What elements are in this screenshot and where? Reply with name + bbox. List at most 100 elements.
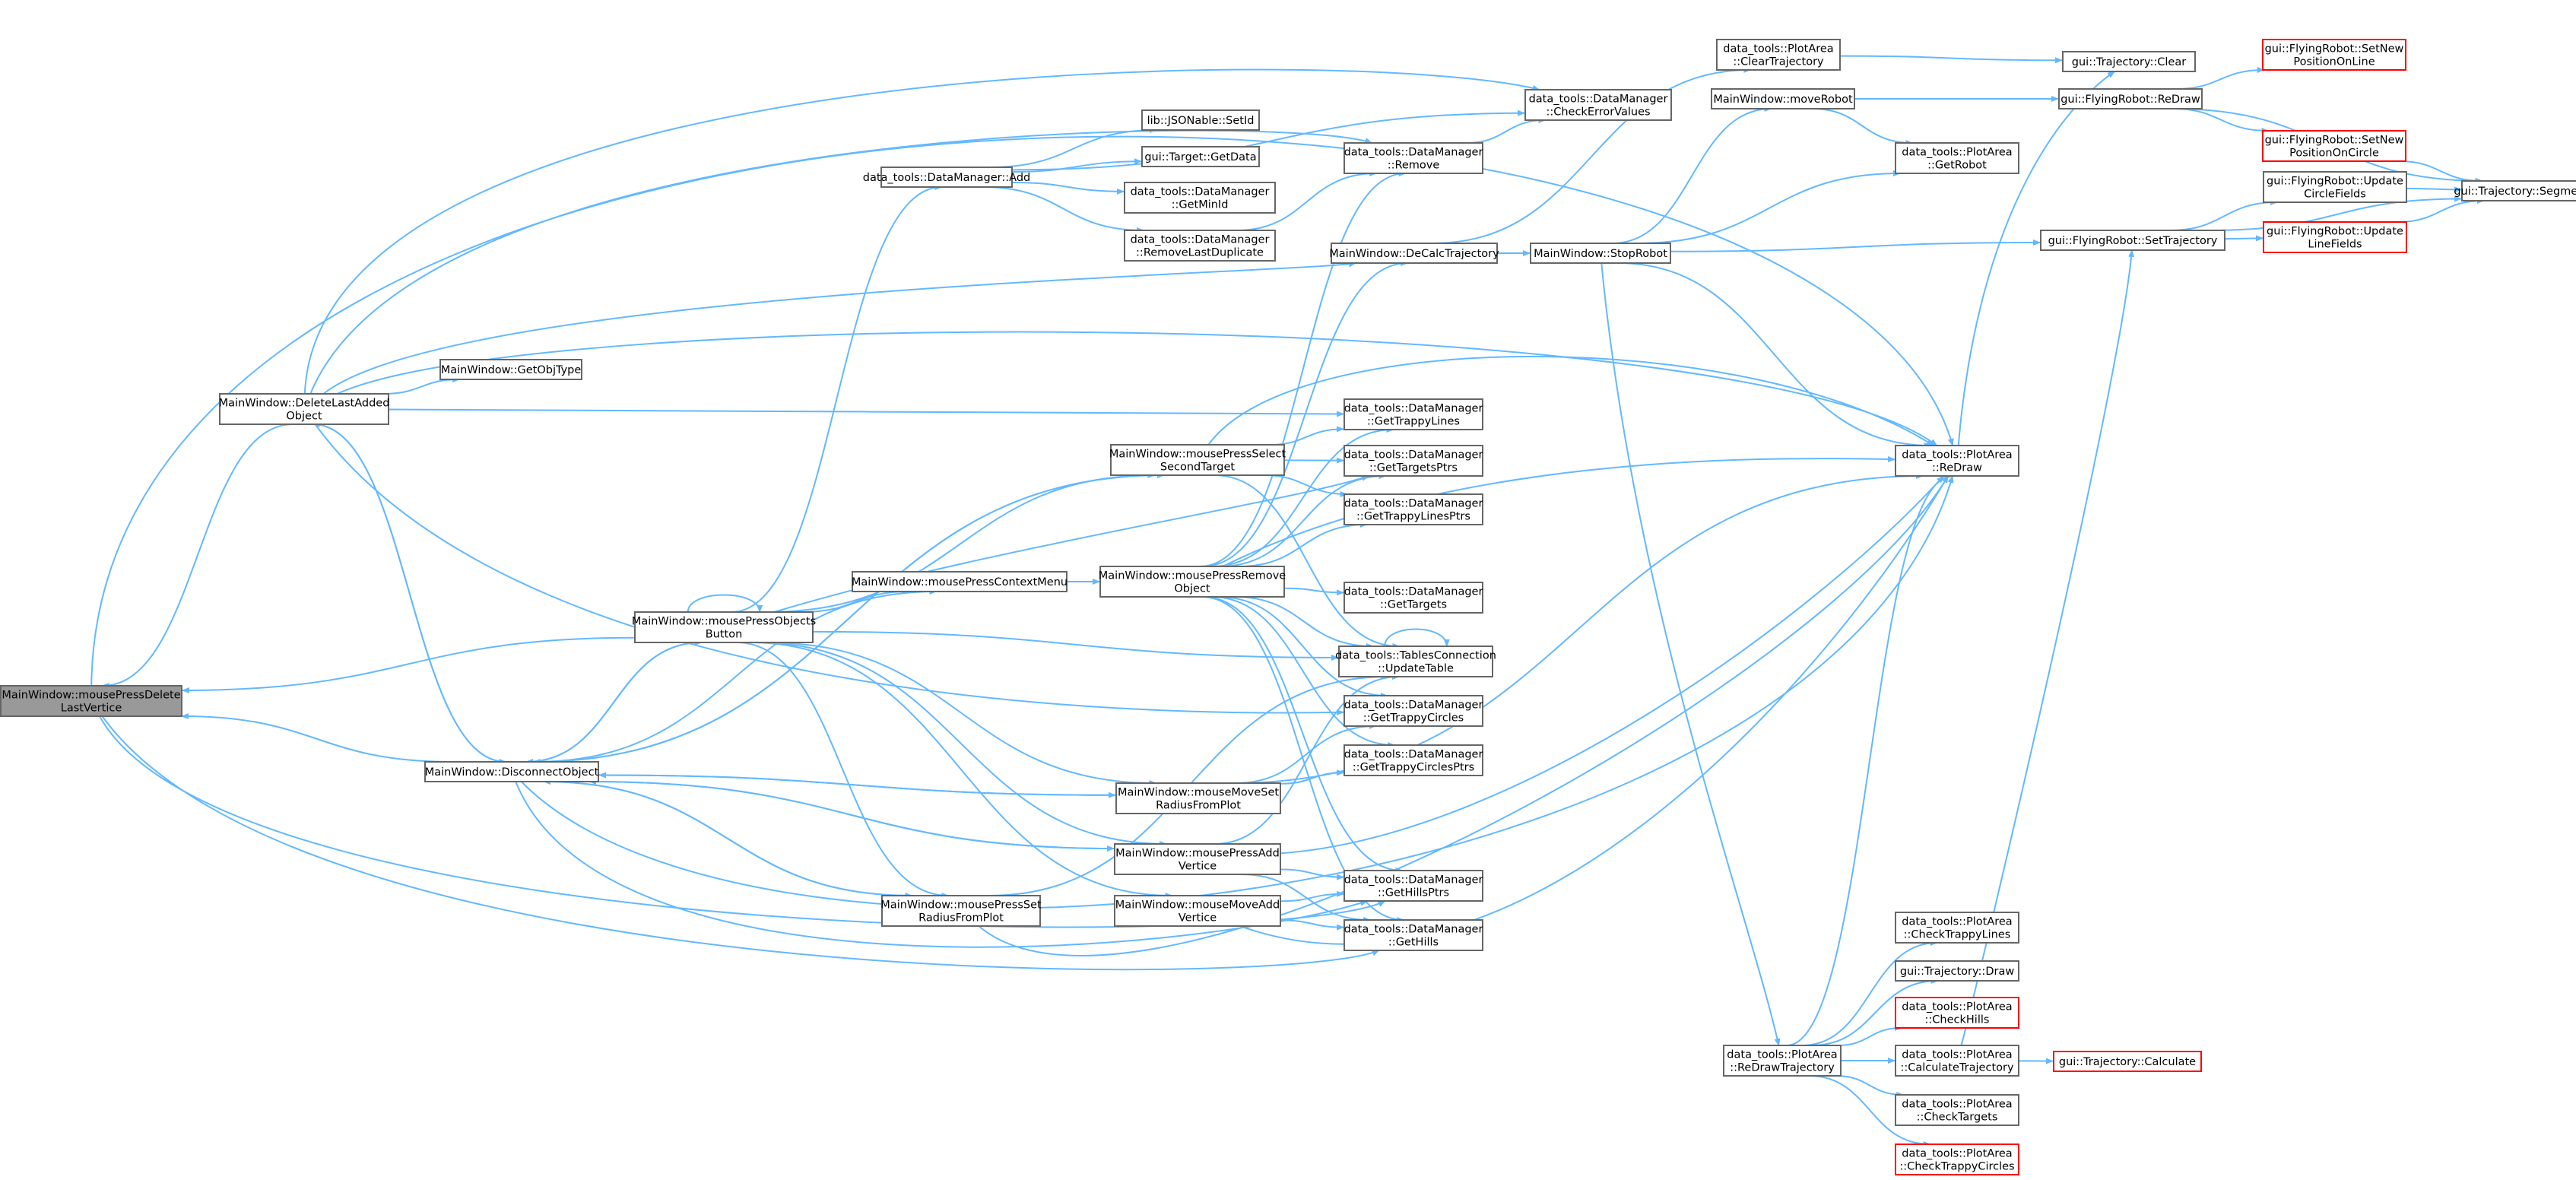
node-tcut[interactable]: data_tools::TablesConnection::UpdateTabl…: [1335, 646, 1496, 677]
node-dco[interactable]: MainWindow::DisconnectObject: [424, 761, 599, 782]
node-box-root[interactable]: [0, 685, 182, 717]
node-box-dmadd[interactable]: [880, 167, 1013, 188]
node-pagr[interactable]: data_tools::PlotArea::GetRobot: [1895, 142, 2019, 174]
node-gtp[interactable]: data_tools::DataManager::GetTargetsPtrs: [1344, 445, 1483, 477]
node-box-gmin[interactable]: [1124, 182, 1276, 214]
node-box-mmsr[interactable]: [1115, 782, 1281, 814]
node-frrd[interactable]: gui::FlyingRobot::ReDraw: [2058, 88, 2203, 109]
node-box-mpss[interactable]: [1110, 444, 1285, 476]
node-box-jsetid[interactable]: [1141, 109, 1260, 131]
node-rld[interactable]: data_tools::DataManager::RemoveLastDupli…: [1124, 230, 1276, 262]
node-box-frrd[interactable]: [2058, 88, 2203, 109]
node-box-pactg[interactable]: [1895, 1094, 2019, 1126]
node-box-mpob[interactable]: [634, 611, 814, 643]
node-pactc[interactable]: data_tools::PlotArea::CheckTrappyCircles: [1895, 1144, 2019, 1175]
node-box-gtc[interactable]: [1344, 695, 1483, 727]
node-pact[interactable]: data_tools::PlotArea::ClearTrajectory: [1716, 39, 1841, 71]
node-box-pactc[interactable]: [1895, 1144, 2019, 1175]
node-box-pard[interactable]: [1895, 445, 2019, 477]
node-box-rld[interactable]: [1124, 230, 1276, 262]
node-gtl[interactable]: data_tools::DataManager::GetTrappyLines: [1344, 398, 1483, 430]
node-cev[interactable]: data_tools::DataManager::CheckErrorValue…: [1524, 89, 1672, 121]
node-box-dct[interactable]: [1331, 243, 1498, 264]
node-box-frst[interactable]: [2040, 230, 2225, 251]
node-gh[interactable]: data_tools::DataManager::GetHills: [1344, 919, 1483, 951]
node-pactl[interactable]: data_tools::PlotArea::CheckTrappyLines: [1895, 912, 2019, 944]
node-box-frul[interactable]: [2263, 221, 2407, 253]
node-box-frpc[interactable]: [2262, 130, 2406, 162]
node-box-got[interactable]: [439, 359, 582, 380]
node-box-trd[interactable]: [1895, 960, 2019, 982]
node-mvr[interactable]: MainWindow::moveRobot: [1711, 88, 1855, 109]
node-box-gtp[interactable]: [1344, 445, 1483, 477]
node-ghp[interactable]: data_tools::DataManager::GetHillsPtrs: [1344, 870, 1483, 902]
node-box-gtl[interactable]: [1344, 398, 1483, 430]
node-box-pagr[interactable]: [1895, 142, 2019, 174]
node-trs[interactable]: gui::Trajectory::Segments: [2454, 180, 2576, 201]
node-box-trc[interactable]: [2062, 51, 2196, 72]
node-box-dco[interactable]: [424, 761, 599, 782]
node-box-cev[interactable]: [1524, 89, 1672, 121]
node-box-pacalc[interactable]: [1895, 1045, 2019, 1077]
node-dct[interactable]: MainWindow::DeCalcTrajectory: [1329, 243, 1499, 264]
node-dmadd[interactable]: data_tools::DataManager::Add: [863, 167, 1030, 188]
node-tgd[interactable]: gui::Target::GetData: [1141, 146, 1260, 167]
node-box-pardt[interactable]: [1723, 1045, 1842, 1077]
node-box-mmav[interactable]: [1114, 895, 1281, 927]
node-gtlp[interactable]: data_tools::DataManager::GetTrappyLinesP…: [1344, 493, 1483, 525]
node-box-gtlp[interactable]: [1344, 493, 1483, 525]
node-trcalc[interactable]: gui::Trajectory::Calculate: [2053, 1051, 2202, 1072]
node-pach[interactable]: data_tools::PlotArea::CheckHills: [1895, 997, 2019, 1029]
node-box-gtg[interactable]: [1344, 582, 1483, 614]
node-box-trs[interactable]: [2461, 180, 2576, 201]
node-pacalc[interactable]: data_tools::PlotArea::CalculateTrajector…: [1895, 1045, 2019, 1077]
node-pardt[interactable]: data_tools::PlotArea::ReDrawTrajectory: [1723, 1045, 1842, 1077]
node-box-mvr[interactable]: [1711, 88, 1855, 109]
node-box-pach[interactable]: [1895, 997, 2019, 1029]
node-box-mpro[interactable]: [1099, 566, 1285, 598]
node-box-gh[interactable]: [1344, 919, 1483, 951]
node-frst[interactable]: gui::FlyingRobot::SetTrajectory: [2040, 230, 2225, 251]
node-box-dla[interactable]: [219, 393, 389, 425]
node-trd[interactable]: gui::Trajectory::Draw: [1895, 960, 2019, 982]
node-dmrem[interactable]: data_tools::DataManager::Remove: [1344, 142, 1483, 174]
node-gtc[interactable]: data_tools::DataManager::GetTrappyCircle…: [1344, 695, 1483, 727]
node-box-gtcp[interactable]: [1344, 744, 1483, 776]
node-box-tgd[interactable]: [1141, 146, 1260, 167]
node-box-mpcm[interactable]: [852, 571, 1068, 592]
node-box-str[interactable]: [1530, 243, 1671, 264]
node-gmin[interactable]: data_tools::DataManager::GetMinId: [1124, 182, 1276, 214]
node-gtg[interactable]: data_tools::DataManager::GetTargets: [1344, 582, 1483, 614]
node-box-mpsr[interactable]: [881, 895, 1041, 927]
node-pactg[interactable]: data_tools::PlotArea::CheckTargets: [1895, 1094, 2019, 1126]
node-box-pactl[interactable]: [1895, 912, 2019, 944]
node-pard[interactable]: data_tools::PlotArea::ReDraw: [1895, 445, 2019, 477]
node-box-ghp[interactable]: [1344, 870, 1483, 902]
node-box-pact[interactable]: [1716, 39, 1841, 71]
node-box-dmrem[interactable]: [1344, 142, 1483, 174]
node-jsetid[interactable]: lib::JSONable::SetId: [1141, 109, 1260, 131]
node-mpcm[interactable]: MainWindow::mousePressContextMenu: [852, 571, 1068, 592]
node-got[interactable]: MainWindow::GetObjType: [439, 359, 582, 380]
node-box-tcut[interactable]: [1338, 646, 1493, 677]
node-box-fruc[interactable]: [2263, 171, 2407, 203]
node-trc[interactable]: gui::Trajectory::Clear: [2062, 51, 2196, 72]
node-gtcp[interactable]: data_tools::DataManager::GetTrappyCircle…: [1344, 744, 1483, 776]
node-box-trcalc[interactable]: [2053, 1051, 2202, 1072]
node-box-frpl[interactable]: [2262, 39, 2406, 71]
node-str[interactable]: MainWindow::StopRobot: [1530, 243, 1671, 264]
node-box-mpav[interactable]: [1114, 843, 1281, 875]
